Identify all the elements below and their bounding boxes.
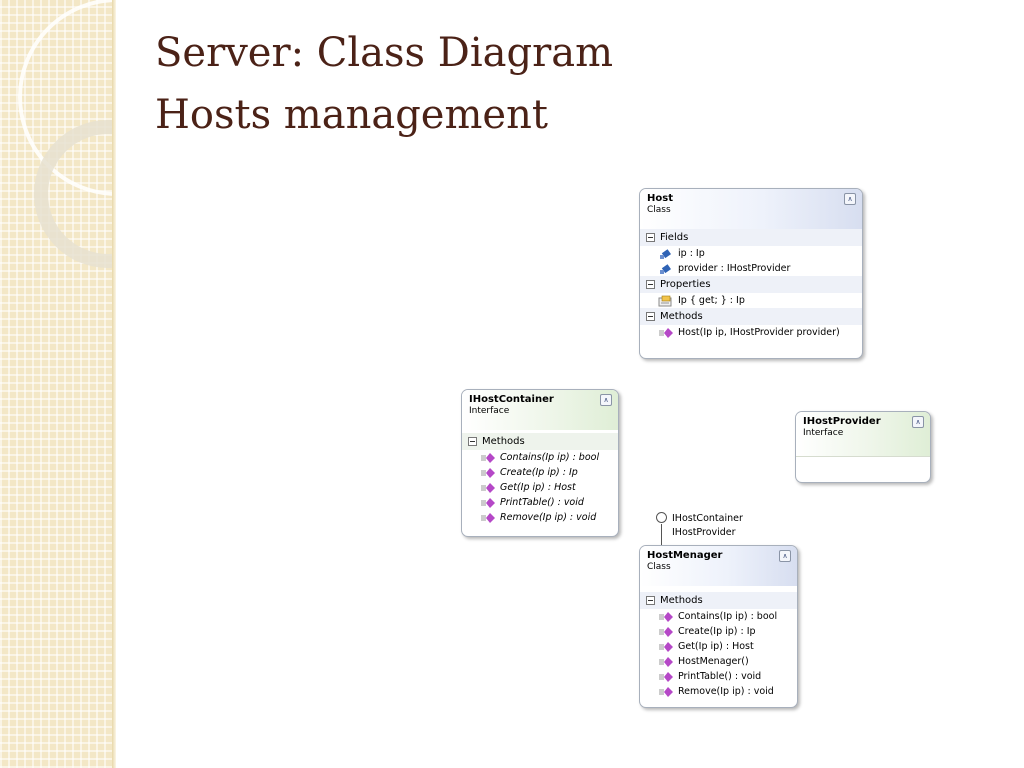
- method-icon: [659, 656, 673, 667]
- class-kind: Class: [647, 205, 671, 215]
- section-header-methods[interactable]: Methods: [640, 308, 862, 325]
- method-icon: [659, 327, 673, 338]
- class-name: Host: [647, 193, 673, 204]
- slide-title: Server: Class Diagram Hosts management: [155, 22, 613, 146]
- member-row: Get(Ip ip) : Host: [462, 480, 618, 495]
- method-icon: [481, 452, 495, 463]
- member-row: HostMenager(): [640, 654, 797, 669]
- method-icon: [659, 671, 673, 682]
- section-header-methods[interactable]: Methods: [462, 433, 618, 450]
- method-icon: [481, 482, 495, 493]
- member-text: Get(Ip ip) : Host: [500, 482, 576, 493]
- collapse-chevron-icon[interactable]: ∧: [844, 193, 856, 205]
- class-box-hostmenager[interactable]: HostMenager Class ∧ Methods Contains(Ip …: [639, 545, 798, 708]
- section-header-properties[interactable]: Properties: [640, 276, 862, 293]
- member-text: Remove(Ip ip) : void: [678, 686, 774, 697]
- field-icon: [660, 263, 671, 274]
- collapse-minus-icon[interactable]: [646, 596, 655, 605]
- member-text: HostMenager(): [678, 656, 749, 667]
- property-icon: [658, 295, 672, 306]
- interface-kind: Interface: [469, 406, 510, 416]
- member-row: Create(Ip ip) : Ip: [462, 465, 618, 480]
- member-row: Get(Ip ip) : Host: [640, 639, 797, 654]
- interface-box-ihostcontainer[interactable]: IHostContainer Interface ∧ Methods Conta…: [461, 389, 619, 537]
- class-kind: Class: [647, 562, 671, 572]
- method-icon: [659, 611, 673, 622]
- member-text: Ip { get; } : Ip: [678, 295, 745, 306]
- interface-kind: Interface: [803, 428, 844, 438]
- method-icon: [659, 686, 673, 697]
- class-box-host[interactable]: Host Class ∧ Fields ip : Ip provider : I…: [639, 188, 863, 359]
- class-header: HostMenager Class ∧: [640, 546, 797, 586]
- method-icon: [481, 467, 495, 478]
- section-label: Methods: [660, 595, 703, 606]
- class-header: Host Class ∧: [640, 189, 862, 229]
- interface-box-ihostprovider[interactable]: IHostProvider Interface ∧: [795, 411, 931, 483]
- member-row: ip : Ip: [640, 246, 862, 261]
- interface-header: IHostContainer Interface ∧: [462, 390, 618, 430]
- method-icon: [659, 626, 673, 637]
- member-row: Host(Ip ip, IHostProvider provider): [640, 325, 862, 340]
- collapse-minus-icon[interactable]: [646, 312, 655, 321]
- member-text: Create(Ip ip) : Ip: [678, 626, 756, 637]
- collapse-minus-icon[interactable]: [468, 437, 477, 446]
- member-row: Contains(Ip ip) : bool: [462, 450, 618, 465]
- interface-name: IHostProvider: [803, 416, 881, 427]
- member-row: provider : IHostProvider: [640, 261, 862, 276]
- member-text: PrintTable() : void: [500, 497, 584, 508]
- section-label: Methods: [660, 311, 703, 322]
- section-label: Properties: [660, 279, 711, 290]
- side-band-edge: [112, 0, 116, 768]
- member-row: PrintTable() : void: [640, 669, 797, 684]
- member-text: Contains(Ip ip) : bool: [678, 611, 778, 622]
- member-text: Contains(Ip ip) : bool: [500, 452, 600, 463]
- member-text: ip : Ip: [678, 248, 705, 259]
- section-label: Fields: [660, 232, 689, 243]
- slide-title-line-1: Server: Class Diagram: [155, 30, 614, 76]
- method-icon: [481, 497, 495, 508]
- member-text: provider : IHostProvider: [678, 263, 791, 274]
- section-header-fields[interactable]: Fields: [640, 229, 862, 246]
- section-label: Methods: [482, 436, 525, 447]
- interface-lollipop-stem: [661, 524, 662, 546]
- slide-title-line-2: Hosts management: [155, 92, 548, 138]
- interface-name: IHostContainer: [469, 394, 554, 405]
- lollipop-label: IHostProvider: [672, 527, 736, 538]
- collapse-minus-icon[interactable]: [646, 233, 655, 242]
- collapse-chevron-icon[interactable]: ∧: [600, 394, 612, 406]
- member-row: Contains(Ip ip) : bool: [640, 609, 797, 624]
- member-row: Create(Ip ip) : Ip: [640, 624, 797, 639]
- field-icon: [660, 248, 671, 259]
- collapse-chevron-icon[interactable]: ∧: [779, 550, 791, 562]
- collapse-chevron-icon[interactable]: ∧: [912, 416, 924, 428]
- decorative-side-band: [0, 0, 112, 768]
- member-text: Host(Ip ip, IHostProvider provider): [678, 327, 840, 338]
- lollipop-label: IHostContainer: [672, 513, 743, 524]
- member-text: Get(Ip ip) : Host: [678, 641, 754, 652]
- member-row: PrintTable() : void: [462, 495, 618, 510]
- interface-lollipop-icon: [656, 512, 667, 523]
- member-row: Ip { get; } : Ip: [640, 293, 862, 308]
- interface-header: IHostProvider Interface ∧: [796, 412, 930, 457]
- collapse-minus-icon[interactable]: [646, 280, 655, 289]
- method-icon: [659, 641, 673, 652]
- member-text: PrintTable() : void: [678, 671, 762, 682]
- class-name: HostMenager: [647, 550, 723, 561]
- member-row: Remove(Ip ip) : void: [462, 510, 618, 525]
- member-text: Create(Ip ip) : Ip: [500, 467, 578, 478]
- section-header-methods[interactable]: Methods: [640, 592, 797, 609]
- member-row: Remove(Ip ip) : void: [640, 684, 797, 699]
- member-text: Remove(Ip ip) : void: [500, 512, 597, 523]
- method-icon: [481, 512, 495, 523]
